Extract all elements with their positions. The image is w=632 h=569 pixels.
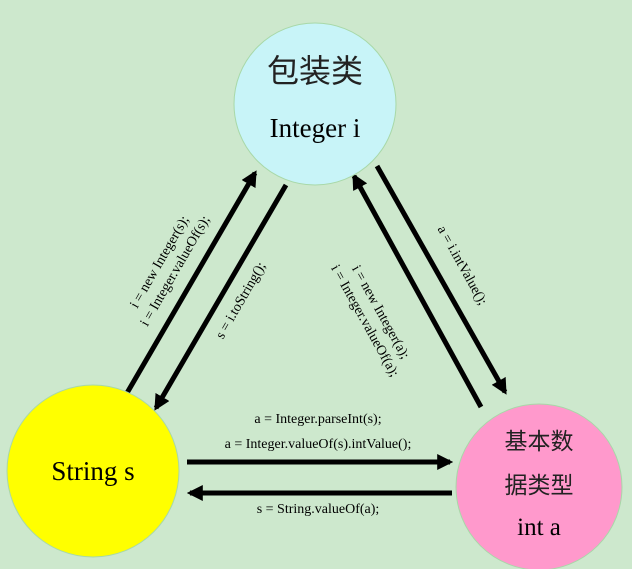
label-int-value: a = i.intValue(); (434, 223, 490, 308)
string-title: String s (51, 456, 134, 486)
primitive-subtitle: int a (517, 514, 561, 541)
string-node: String s (6, 384, 180, 558)
primitive-title-line2: 据类型 (505, 473, 574, 499)
arrow-primitive-to-wrapper (351, 173, 484, 409)
arrow-wrapper-to-string (153, 183, 289, 411)
label-to-string: s = i.toString(); (213, 260, 269, 342)
label-parse-int: a = Integer.parseInt(s); (254, 412, 381, 427)
arrow-string-to-wrapper (124, 170, 258, 395)
wrapper-subtitle: Integer i (270, 113, 361, 143)
wrapper-class-node: 包装类 Integer i (233, 22, 397, 186)
wrapper-title: 包装类 (267, 52, 363, 90)
primitive-node: 基本数 据类型 int a (455, 403, 623, 569)
label-string-value-of: s = String.valueOf(a); (257, 502, 380, 517)
label-value-of-int-value: a = Integer.valueOf(s).intValue(); (225, 437, 412, 452)
arrow-wrapper-to-primitive (374, 164, 508, 395)
primitive-title-line1: 基本数 (505, 429, 574, 455)
